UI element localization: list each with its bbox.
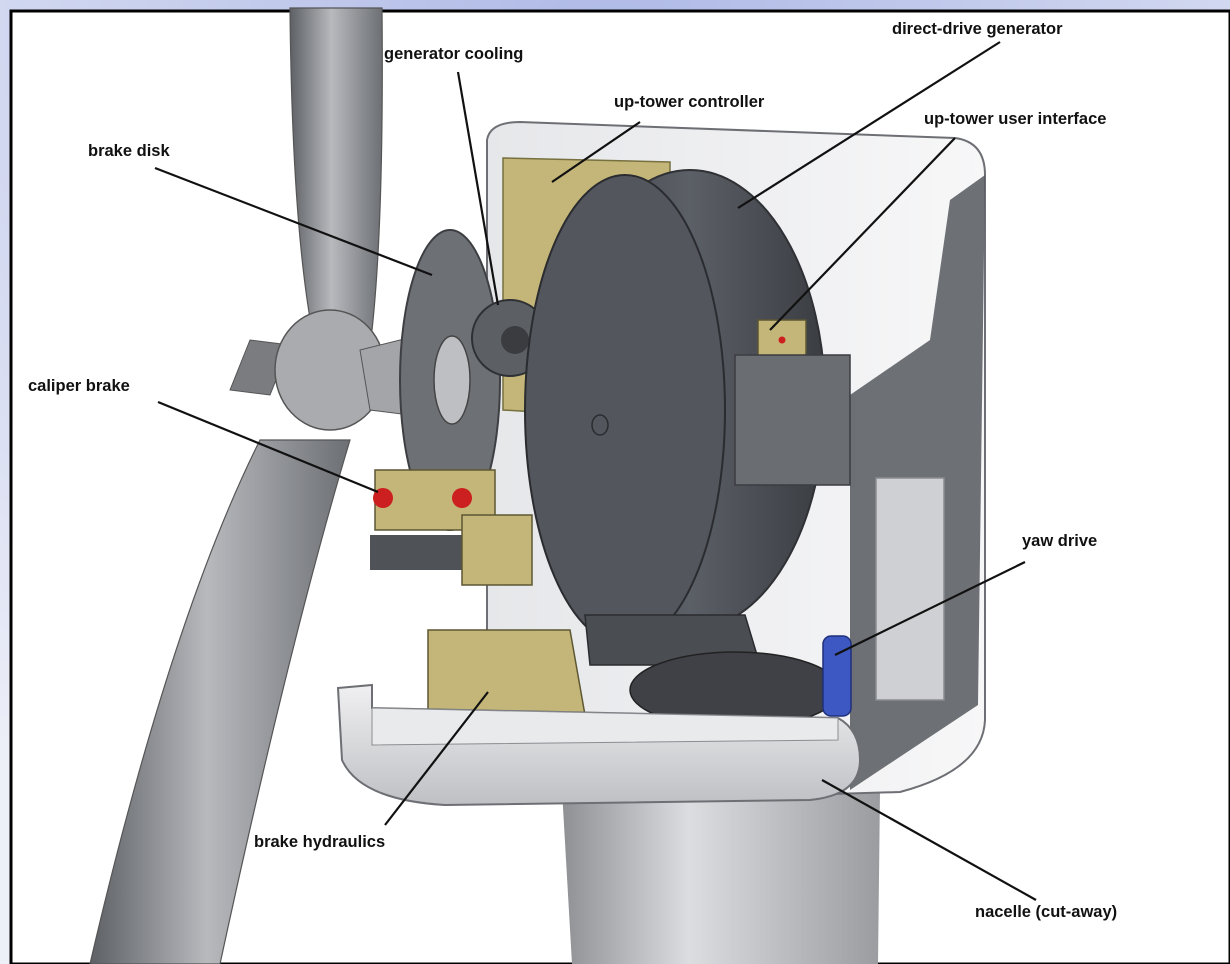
- leader-caliper-brake: [157, 400, 379, 494]
- brake-hydraulics-upper-block: [461, 514, 533, 586]
- yaw-drive-motor: [822, 635, 852, 717]
- caliper-brake-mount: [370, 535, 470, 570]
- label-brake-hydraulics: brake hydraulics: [254, 833, 385, 851]
- leader-direct-drive-generator: [737, 41, 1001, 209]
- generator-cooling-center: [501, 326, 529, 354]
- caliper-brake-piston-left: [373, 488, 393, 508]
- leader-up-tower-controller: [551, 121, 641, 183]
- blade-lower: [89, 439, 351, 964]
- turbine-illustration: [89, 7, 986, 964]
- label-brake-disk: brake disk: [88, 142, 170, 160]
- label-direct-drive-generator: direct-drive generator: [892, 20, 1063, 38]
- blade-upper: [289, 7, 383, 331]
- leader-nacelle: [821, 779, 1037, 901]
- brake-disk-hub: [433, 335, 471, 425]
- leader-yaw-drive: [834, 561, 1026, 656]
- part-labels: direct-drive generator generator cooling…: [28, 20, 1117, 921]
- leader-generator-cooling: [456, 71, 500, 306]
- direct-drive-generator-front: [524, 174, 726, 646]
- label-nacelle-cut-away: nacelle (cut-away): [975, 903, 1117, 921]
- generator-center-bolt: [591, 414, 609, 436]
- leader-brake-disk: [154, 166, 433, 277]
- nacelle-window: [875, 477, 945, 701]
- tower: [562, 790, 880, 964]
- label-generator-cooling: generator cooling: [384, 45, 523, 63]
- label-up-tower-controller: up-tower controller: [614, 93, 765, 111]
- brake-hydraulics-unit: [427, 629, 586, 716]
- ui-indicator-light: [778, 336, 786, 344]
- ui-mount-box: [734, 354, 851, 486]
- leader-up-tower-user-interface: [769, 137, 956, 331]
- nacelle-floor-inner: [371, 707, 839, 746]
- caliper-brake-piston-right: [452, 488, 472, 508]
- label-yaw-drive: yaw drive: [1022, 532, 1097, 550]
- leader-lines: [154, 41, 1037, 901]
- label-caliper-brake: caliper brake: [28, 377, 130, 395]
- leader-brake-hydraulics: [384, 691, 489, 826]
- label-up-tower-user-interface: up-tower user interface: [924, 110, 1106, 128]
